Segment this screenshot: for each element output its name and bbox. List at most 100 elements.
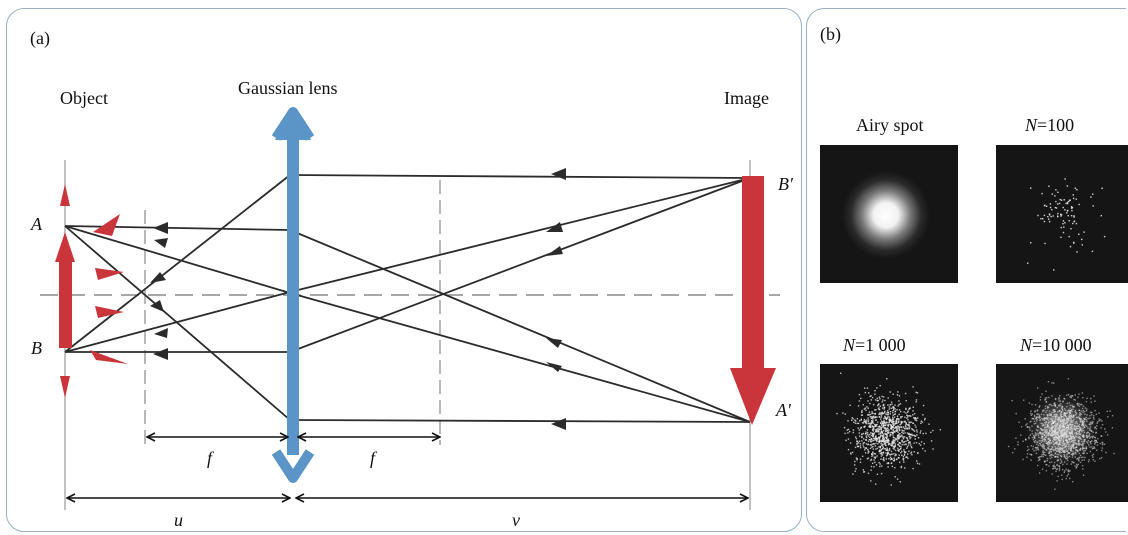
spot-point [1048, 396, 1050, 399]
spot-point [1052, 215, 1054, 217]
spot-point [1072, 434, 1074, 437]
spot-point [843, 426, 846, 429]
spot-point [1083, 420, 1086, 423]
spot-point [886, 427, 888, 429]
spot-point [1068, 444, 1071, 446]
spot-point [857, 422, 860, 425]
spot-point [1026, 449, 1029, 452]
spot-point [1051, 425, 1054, 427]
spot-point [1082, 434, 1085, 437]
spot-point [867, 440, 870, 443]
spot-point [1037, 464, 1039, 467]
spot-point [1057, 439, 1059, 442]
spot-point [870, 421, 872, 423]
spot-point [1092, 420, 1094, 423]
spot-point [1043, 214, 1046, 217]
spot-point [892, 447, 894, 449]
spot-point [882, 435, 885, 437]
spot-point [873, 443, 875, 445]
spot-point [886, 438, 888, 440]
spot-point [865, 436, 868, 439]
spot-point [846, 429, 848, 431]
spot-point [892, 431, 894, 434]
spot-point [1082, 435, 1084, 438]
spot-diagram-n1000 [820, 364, 958, 502]
spot-point [1063, 453, 1065, 456]
spot-point [1034, 439, 1037, 442]
spot-point [897, 425, 899, 427]
spot-point [1056, 422, 1059, 425]
spot-point [892, 436, 895, 439]
spot-point [1044, 430, 1046, 433]
spot-point [908, 425, 910, 427]
spot-point [905, 427, 908, 430]
spot-point [1039, 399, 1042, 401]
spot-point [1085, 410, 1088, 412]
spot-point [1068, 455, 1071, 458]
spot-point [870, 432, 872, 434]
spot-point [922, 447, 924, 450]
spot-point [1066, 430, 1069, 433]
spot-point [889, 413, 891, 415]
spot-point [1050, 427, 1053, 429]
spot-point [1030, 410, 1032, 412]
spot-point [1082, 427, 1084, 429]
spot-point [1082, 423, 1084, 425]
spot-point [1079, 429, 1081, 431]
spot-point [1031, 425, 1033, 427]
spot-point [885, 418, 888, 421]
spot-point [856, 458, 858, 460]
spot-point [887, 444, 890, 446]
spot-point [909, 434, 911, 436]
spot-point [906, 446, 909, 448]
spot-point [883, 403, 885, 406]
spot-point [880, 422, 882, 424]
spot-point [1070, 215, 1073, 217]
spot-point [1066, 459, 1069, 462]
spot-point [883, 417, 885, 419]
spot-point [1051, 453, 1053, 456]
spot-point [1066, 457, 1068, 460]
spot-point [1074, 428, 1077, 431]
spot-point [1075, 429, 1077, 432]
spot-point [1050, 442, 1052, 445]
spot-point [915, 391, 917, 394]
spot-point [1054, 418, 1056, 421]
spot-point [878, 446, 880, 448]
spot-point [1081, 238, 1083, 241]
spot-point [1047, 448, 1050, 450]
spot-point [1072, 416, 1075, 418]
spot-point [1085, 418, 1088, 421]
spot-point [1076, 428, 1078, 430]
spot-point [1083, 410, 1086, 413]
spot-point [1045, 411, 1047, 414]
spot-point [869, 433, 871, 436]
spot-point [1030, 445, 1032, 447]
spot-point [1047, 381, 1050, 383]
spot-point [884, 410, 886, 413]
spot-point [892, 416, 894, 419]
spot-point [1069, 396, 1071, 398]
spot-point [1101, 449, 1103, 452]
spot-point [897, 405, 899, 407]
spot-point [861, 440, 863, 442]
spot-point [1075, 416, 1078, 419]
spot-point [1051, 430, 1054, 433]
spot-point [862, 442, 865, 444]
spot-point [856, 418, 859, 420]
spot-point [1046, 434, 1048, 437]
spot-point [887, 438, 890, 440]
spot-point [1079, 449, 1081, 451]
spot-point [914, 424, 916, 426]
spot-point [1044, 407, 1047, 410]
spot-point [1070, 432, 1072, 434]
spot-point [897, 449, 900, 452]
spot-point [879, 433, 882, 435]
spot-point [872, 422, 874, 424]
spot-point [1077, 430, 1079, 433]
spot-point [1069, 415, 1072, 417]
spot-point [1080, 413, 1083, 415]
spot-point [904, 451, 906, 453]
spot-point [893, 437, 896, 439]
spot-point [858, 420, 861, 422]
